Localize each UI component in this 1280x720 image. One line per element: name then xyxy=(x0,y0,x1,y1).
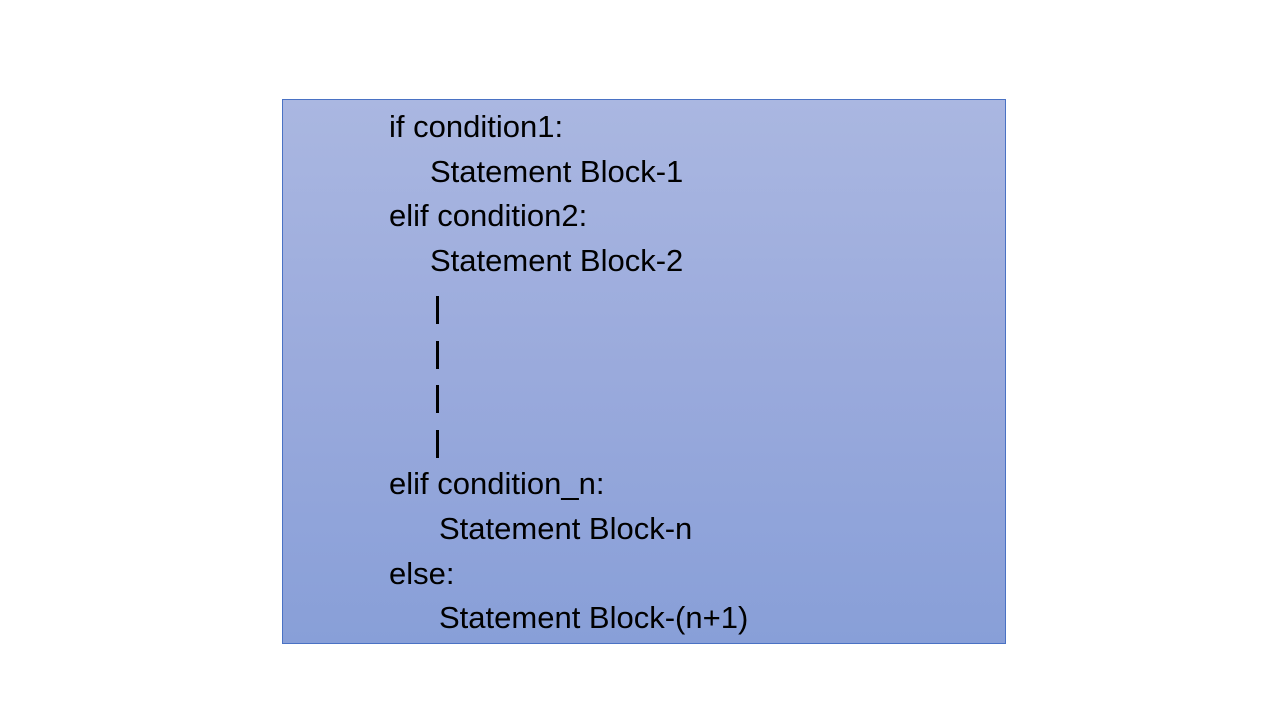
statement-block-2-line: Statement Block-2 xyxy=(430,243,684,278)
continuation-bar xyxy=(436,385,439,413)
continuation-bar xyxy=(436,296,439,324)
statement-block-n-plus-1-line: Statement Block-(n+1) xyxy=(439,600,749,635)
elif-condition-n-line: elif condition_n: xyxy=(389,466,605,501)
code-syntax-box: if condition1: Statement Block-1 elif co… xyxy=(282,99,1006,644)
continuation-bar xyxy=(436,430,439,458)
else-line: else: xyxy=(389,556,455,591)
statement-block-1-line: Statement Block-1 xyxy=(430,154,684,189)
continuation-bar xyxy=(436,341,439,369)
statement-block-n-line: Statement Block-n xyxy=(439,511,693,546)
elif-condition2-line: elif condition2: xyxy=(389,198,588,233)
if-line: if condition1: xyxy=(389,109,564,144)
